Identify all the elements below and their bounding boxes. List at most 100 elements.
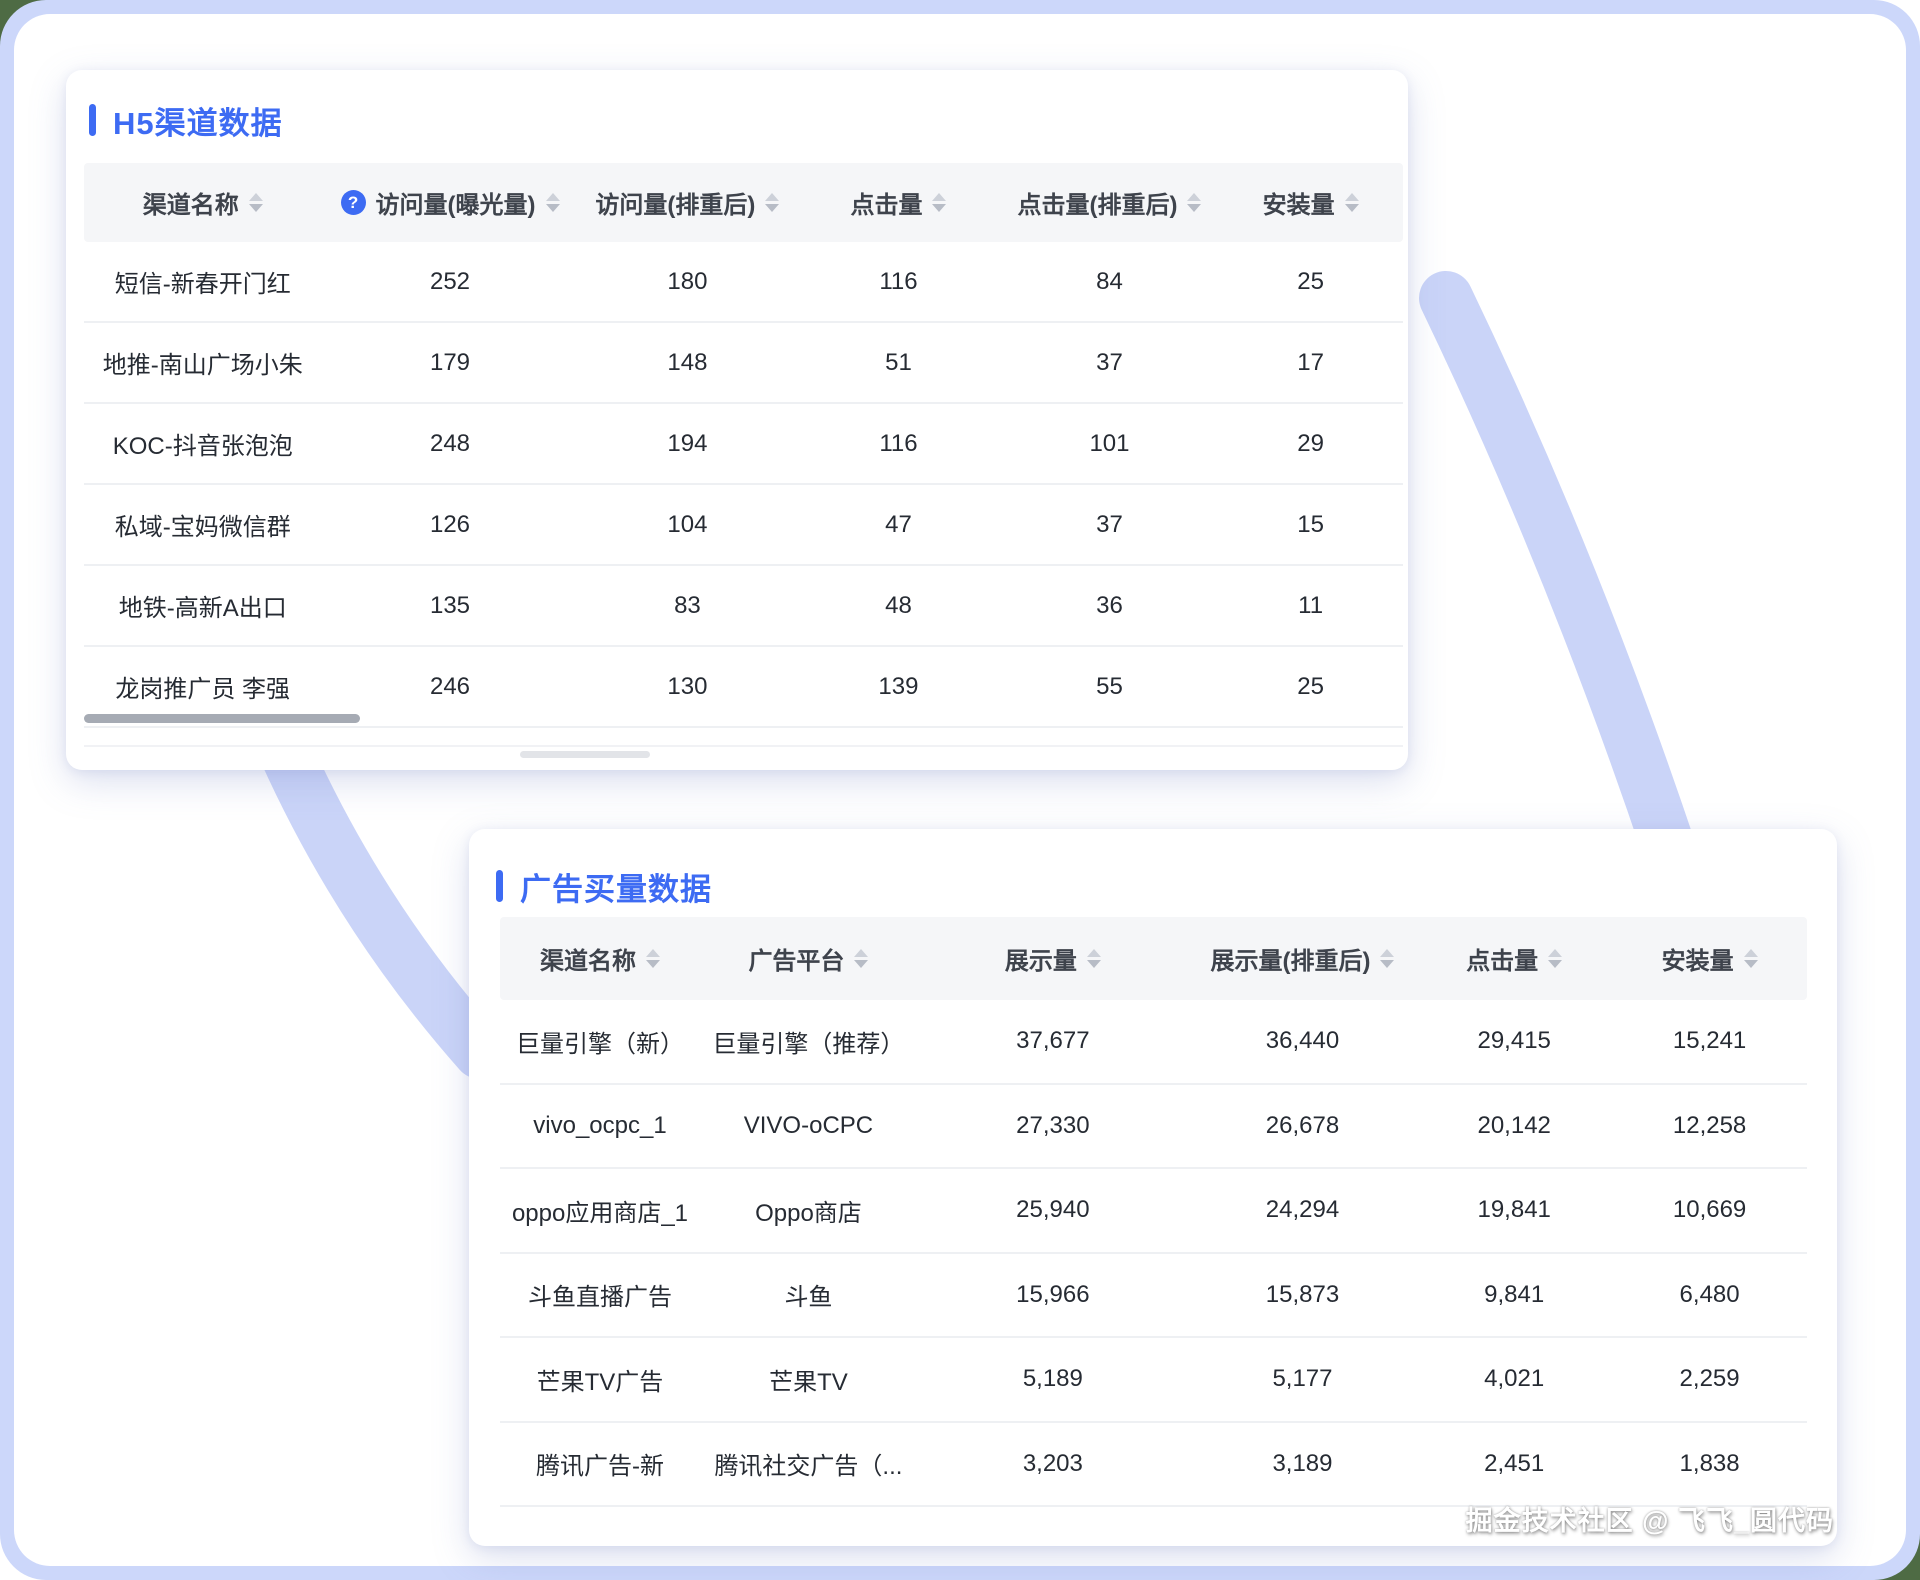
table-cell: 1,838 bbox=[1679, 1449, 1740, 1477]
table-cell: 芒果TV bbox=[769, 1368, 848, 1396]
table-cell: 25 bbox=[1297, 672, 1324, 700]
table-cell: 25 bbox=[1297, 267, 1324, 295]
column-header[interactable]: 广告平台 bbox=[700, 917, 917, 1000]
table-cell: 51 bbox=[885, 348, 912, 376]
table-cell: 29,415 bbox=[1477, 1027, 1551, 1055]
table-cell: 龙岗推广员 李强 bbox=[115, 676, 291, 703]
table-cell: 24,294 bbox=[1265, 1196, 1340, 1224]
table-cell: 116 bbox=[879, 429, 918, 457]
table-cell: 15,241 bbox=[1672, 1027, 1747, 1055]
sort-icon bbox=[1187, 193, 1202, 212]
column-header[interactable]: ? 访问量(曝光量) bbox=[321, 163, 578, 242]
column-header[interactable]: 点击量 bbox=[1416, 917, 1612, 1000]
table-cell: 101 bbox=[1089, 429, 1130, 457]
table-cell: 巨量引擎（新） bbox=[515, 1030, 684, 1058]
column-label: 安装量 bbox=[1262, 192, 1335, 219]
column-header[interactable]: 渠道名称 bbox=[84, 163, 321, 242]
table-cell: 47 bbox=[885, 510, 912, 538]
column-label: 广告平台 bbox=[748, 948, 845, 975]
table-cell: 179 bbox=[429, 348, 471, 376]
table-cell: 148 bbox=[667, 348, 708, 376]
column-header[interactable]: 展示量 bbox=[917, 917, 1189, 1000]
column-header[interactable]: 渠道名称 bbox=[500, 917, 700, 1000]
table-cell: 29 bbox=[1297, 429, 1324, 457]
watermark: 掘金技术社区 @ 飞飞_圆代码 bbox=[1465, 1506, 1834, 1536]
table-cell: 私域-宝妈微信群 bbox=[114, 514, 291, 541]
title-accent-bar bbox=[89, 104, 96, 136]
horizontal-scrollbar-thumb[interactable] bbox=[84, 714, 360, 723]
table-cell: 25,940 bbox=[1016, 1196, 1090, 1224]
column-header[interactable]: 点击量 bbox=[796, 163, 1000, 242]
table-header-row: 渠道名称 广告平台 展示量展示量(排重后) 点击量 安装量 bbox=[500, 917, 1807, 1000]
table-cell: 2,259 bbox=[1679, 1365, 1740, 1393]
table-cell: 37 bbox=[1096, 348, 1123, 376]
table-cell: 地推-南山广场小朱 bbox=[102, 352, 303, 379]
table-cell: 短信-新春开门红 bbox=[114, 271, 291, 298]
table-cell: 139 bbox=[878, 672, 919, 700]
table-cell: 36 bbox=[1096, 591, 1123, 619]
table-cell: 116 bbox=[879, 267, 918, 295]
column-header[interactable]: 安装量 bbox=[1218, 163, 1403, 242]
table-cell: 248 bbox=[429, 429, 471, 457]
sort-icon bbox=[645, 949, 660, 968]
table-cell: 地铁-高新A出口 bbox=[118, 595, 287, 622]
sort-icon bbox=[545, 193, 560, 212]
table-cell: 5,177 bbox=[1272, 1365, 1333, 1393]
table-cell: 37,677 bbox=[1016, 1027, 1090, 1055]
table-cell: 126 bbox=[429, 510, 471, 538]
table-cell: 48 bbox=[885, 591, 912, 619]
table-cell: 3,203 bbox=[1022, 1449, 1083, 1477]
table-cell: 130 bbox=[667, 672, 708, 700]
column-header[interactable]: 展示量(排重后) bbox=[1189, 917, 1416, 1000]
column-label: 安装量 bbox=[1661, 948, 1734, 975]
table-cell: 135 bbox=[429, 591, 471, 619]
table-cell: 36,440 bbox=[1265, 1027, 1340, 1055]
h5-channel-table: 渠道名称? 访问量(曝光量) 访问量(排重后) 点击量点击量(排重后) 安装量短信-新春… bbox=[84, 163, 1403, 728]
help-icon[interactable]: ? bbox=[340, 190, 366, 215]
table-cell: 15,966 bbox=[1016, 1280, 1090, 1308]
column-header[interactable]: 安装量 bbox=[1612, 917, 1807, 1000]
sort-icon bbox=[1086, 949, 1101, 968]
table-cell: 2,451 bbox=[1484, 1449, 1545, 1477]
table-cell: 腾讯社交广告（... bbox=[714, 1453, 903, 1481]
column-label: 渠道名称 bbox=[539, 948, 636, 975]
table-cell: 37 bbox=[1096, 510, 1123, 538]
table-cell: 腾讯广告-新 bbox=[535, 1453, 664, 1481]
table-header-row: 渠道名称? 访问量(曝光量) 访问量(排重后) 点击量点击量(排重后) 安装量 bbox=[84, 163, 1403, 242]
sort-icon bbox=[1548, 949, 1563, 968]
column-label: 点击量 bbox=[1466, 948, 1539, 975]
table-cell: Oppo商店 bbox=[755, 1199, 862, 1227]
table-cell: 83 bbox=[674, 591, 701, 619]
table-cell: 15 bbox=[1297, 510, 1324, 538]
column-header[interactable]: 访问量(排重后) bbox=[579, 163, 797, 242]
section-header: 广告买量数据 bbox=[496, 866, 712, 907]
column-label: 点击量(排重后) bbox=[1017, 192, 1178, 219]
table-cell: 180 bbox=[667, 267, 708, 295]
section-header: H5渠道数据 bbox=[89, 100, 283, 141]
sort-icon bbox=[1344, 193, 1359, 212]
sort-icon bbox=[765, 193, 780, 212]
column-label: 访问量(曝光量) bbox=[375, 192, 536, 219]
title-accent-bar bbox=[496, 870, 503, 902]
section-title: 广告买量数据 bbox=[520, 871, 712, 907]
table-row: 龙岗推广员 李强 246 130 139 55 25 bbox=[84, 647, 1403, 728]
table-cell: 斗鱼直播广告 bbox=[527, 1284, 672, 1312]
ad-buy-table: 渠道名称广告平台展示量展示量(排重后)点击量安装量巨量引擎（新）巨量引擎（推荐）… bbox=[500, 917, 1807, 1507]
table-cell: 246 bbox=[429, 672, 471, 700]
table-cell: 55 bbox=[1096, 672, 1123, 700]
table-cell: 252 bbox=[429, 267, 471, 295]
table-cell: vivo_ocpc_1 bbox=[533, 1111, 667, 1139]
ad-buy-card: 广告买量数据 渠道名称广告平台展示量展示量(排重后)点击量安装量巨量引擎（新）巨… bbox=[469, 829, 1837, 1546]
row-divider bbox=[84, 745, 1403, 747]
table-cell: 17 bbox=[1297, 348, 1324, 376]
table-cell: 27,330 bbox=[1016, 1111, 1090, 1139]
column-header[interactable]: 点击量(排重后) bbox=[1001, 163, 1219, 242]
table-cell: 4,021 bbox=[1484, 1365, 1545, 1393]
column-label: 访问量(排重后) bbox=[595, 192, 756, 219]
